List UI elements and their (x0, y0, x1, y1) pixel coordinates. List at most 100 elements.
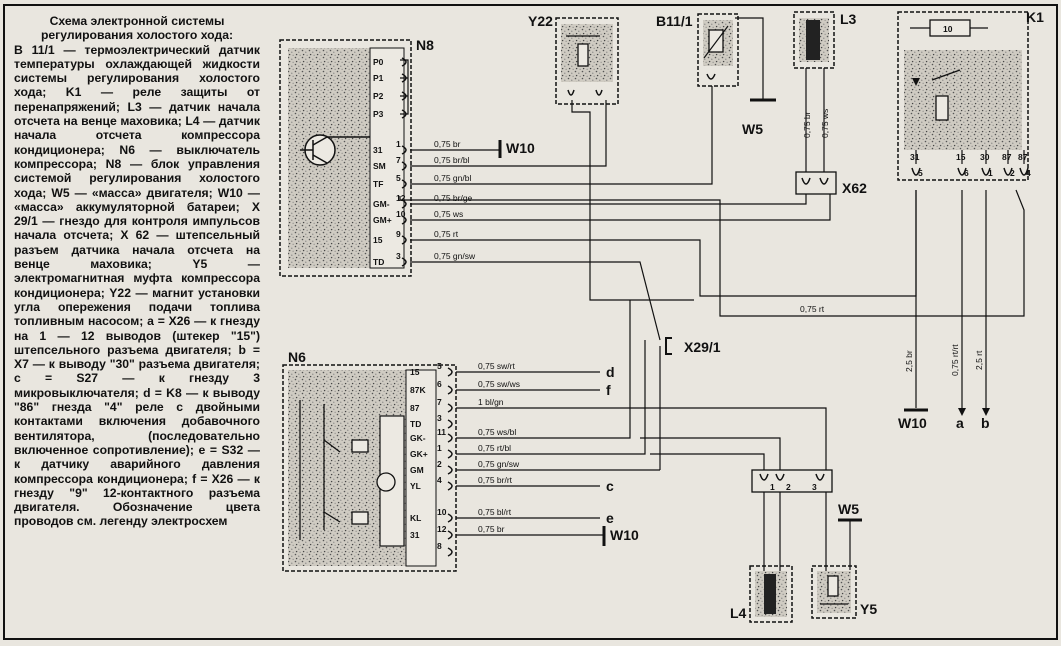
k1-wire-c: 2,5 rt (974, 350, 984, 370)
x29-label: X29/1 (684, 339, 721, 355)
w10-label-n6: W10 (610, 527, 639, 543)
end-f: f (606, 382, 611, 398)
n6-pin-9: 31 (410, 530, 420, 540)
n8-pin-10: TD (373, 257, 384, 267)
n8-label: N8 (416, 37, 434, 53)
n8-wire-4: 0,75 ws (434, 209, 463, 219)
k1-label: K1 (1026, 9, 1044, 25)
l3-wire-a: 0,75 br (802, 111, 812, 138)
x29-socket: X29/1 (665, 337, 721, 355)
n8-wire-5: 0,75 rt (434, 229, 459, 239)
n6-pin-num-1: 6 (437, 379, 442, 389)
l4-label: L4 (730, 605, 747, 621)
k1-pin-1: 15 (956, 152, 966, 162)
conn-num-1: 1 (770, 482, 775, 492)
n8-wire-labels: 0,75 br 0,75 br/bl 0,75 gn/bl 0,75 br/ge 0,7… (434, 139, 476, 261)
n8-wire-3: 0,75 br/ge (434, 193, 473, 203)
l3-wire-b: 0,75 ws (820, 109, 830, 138)
n6-pin-8: KL (410, 513, 421, 523)
k1-pin-0: 31 (910, 152, 920, 162)
n6-wire-8: 0,75 br (478, 524, 505, 534)
n6-pin-num-8: 10 (437, 507, 447, 517)
x62-label: X62 (842, 180, 867, 196)
n8-pin-num-8: 10 (396, 209, 406, 219)
n6-wire-3: 0,75 ws/bl (478, 427, 516, 437)
l4-y5-connector: 1 2 3 (751, 469, 833, 493)
n6-pin-num-2: 7 (437, 397, 442, 407)
k1-wire-a: 2,5 br (904, 350, 914, 372)
k1-pin-num-0: 5 (918, 168, 923, 178)
n8-wire-2: 0,75 gn/bl (434, 173, 471, 183)
n6-pin-1: 87K (410, 385, 426, 395)
n6-wire-labels: 0,75 sw/rt 0,75 sw/ws 1 bl/gn 0,75 ws/bl 0,7… (478, 361, 520, 534)
n6-pin-7: YL (410, 481, 421, 491)
n6-wire-6: 0,75 br/rt (478, 475, 513, 485)
n6-pin-num-3: 3 (437, 413, 442, 423)
k1-wire-b: 0,75 rt/rt (950, 344, 960, 376)
n6-wire-1: 0,75 sw/ws (478, 379, 520, 389)
n6-pin-4: GK- (410, 433, 426, 443)
n8-pin-4: 31 (373, 145, 383, 155)
x62-connector: X62 (795, 171, 867, 196)
b11-label: B11/1 (656, 13, 693, 29)
n8-pin-8: GM+ (373, 215, 392, 225)
transistor-symbol (300, 134, 370, 166)
k1-wire-rt: 0,75 rt (800, 304, 825, 314)
k1-pin-3: 87 (1002, 152, 1012, 162)
n8-pin-0: P0 (373, 57, 384, 67)
legend-text: Схема электронной системы регулирования … (14, 14, 260, 529)
end-d: d (606, 364, 615, 380)
n8-pin-6: TF (373, 179, 383, 189)
n8-pin-7: GM- (373, 199, 390, 209)
n8-pin-1: P1 (373, 73, 384, 83)
n6-pin-num-0: 5 (437, 361, 442, 371)
n8-pin-5: SM (373, 161, 386, 171)
n6-pin-num-4: 11 (437, 427, 446, 437)
conn-num-2: 2 (786, 482, 791, 492)
end-a: a (956, 415, 964, 431)
n8-pin-num-7: 12 (396, 193, 406, 203)
n8-wire-0: 0,75 br (434, 139, 461, 149)
y22-label: Y22 (528, 13, 553, 29)
n6-wire-4: 0,75 rt/bl (478, 443, 511, 453)
k1-resistor-value: 10 (943, 24, 953, 34)
n6-wire-2: 1 bl/gn (478, 397, 504, 407)
n8-pin-num-10: 3 (396, 251, 401, 261)
end-c: c (606, 478, 614, 494)
n8-wire-1: 0,75 br/bl (434, 155, 470, 165)
k1-pin-num-2: 1 (988, 168, 993, 178)
n8-pin-9: 15 (373, 235, 383, 245)
k1-pin-num-4: 4 (1026, 168, 1031, 178)
w10-label-k1: W10 (898, 415, 927, 431)
l4-sensor: L4 (730, 565, 793, 623)
w10-label-top: W10 (506, 140, 535, 156)
n6-wire-5: 0,75 gn/sw (478, 459, 520, 469)
n8-wire-6: 0,75 gn/sw (434, 251, 476, 261)
n6-pin-num-5: 1 (437, 443, 442, 453)
y22-magnet: Y22 (528, 13, 619, 105)
w5-label-top: W5 (742, 121, 763, 137)
l3-label: L3 (840, 11, 857, 27)
n6-pin-num-9: 12 (437, 524, 447, 534)
n8-pin-num-6: 5 (396, 173, 401, 183)
n6-pin-num-7: 4 (437, 475, 442, 485)
y5-clutch: Y5 (811, 565, 877, 619)
n6-wire-0: 0,75 sw/rt (478, 361, 515, 371)
n6-pin-num-10: 8 (437, 541, 442, 551)
n8-pin-num-9: 9 (396, 229, 401, 239)
end-e: e (606, 510, 614, 526)
k1-pin-2: 30 (980, 152, 990, 162)
n6-pin-6: GM (410, 465, 424, 475)
legend-body: B 11/1 — термоэлектрический датчик темпе… (14, 42, 260, 529)
conn-num-3: 3 (812, 482, 817, 492)
n6-pin-3: TD (410, 419, 421, 429)
n6-pin-num-6: 2 (437, 459, 442, 469)
n8-pin-3: P3 (373, 109, 384, 119)
k1-pin-num-1: 6 (964, 168, 969, 178)
